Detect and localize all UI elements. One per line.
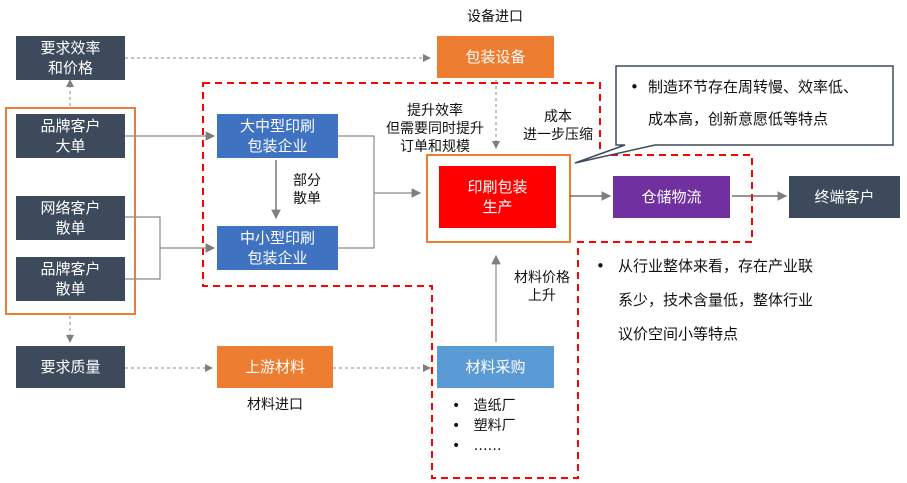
industry-callout: • 从行业整体来看，存在产业联 系少，技术含量低，整体行业 议价空间小等特点 [596, 249, 896, 351]
upstream-material-node: 上游材料 [217, 346, 333, 388]
equipment-import-label: 设备进口 [467, 9, 523, 25]
printing-production-node: 印刷包装 生产 [439, 166, 556, 228]
customer-group-frame [5, 107, 136, 315]
warehouse-logistics-node: 仓储物流 [613, 176, 730, 218]
supplier-item: • 塑料厂 [452, 418, 516, 434]
brand-large-order-node: 品牌客户 大单 [16, 114, 125, 158]
partial-scatter-label: 部分 散单 [293, 173, 321, 207]
end-customer-node: 终端客户 [789, 176, 900, 218]
industry-callout-text: 从行业整体来看，存在产业联 系少，技术含量低，整体行业 议价空间小等特点 [618, 257, 814, 343]
cost-note-label: 成本 进一步压缩 [523, 109, 593, 143]
requirement-quality-node: 要求质量 [16, 346, 125, 388]
material-price-label: 材料价格 上升 [514, 270, 570, 304]
printers-to-production-bracket [338, 135, 420, 249]
packaging-equipment-node: 包装设备 [437, 36, 554, 78]
focus-region-outline [202, 82, 753, 479]
supplier-list: • 造纸厂 • 塑料厂 • …… [452, 396, 516, 456]
supplier-item: • 造纸厂 [452, 398, 516, 414]
manufacturing-callout-shape [574, 65, 894, 164]
network-scatter-order-node: 网络客户 散单 [16, 196, 125, 240]
scatter-bracket [125, 216, 214, 280]
brand-scatter-order-node: 品牌客户 散单 [16, 257, 125, 301]
manufacturing-callout: • 制造环节存在周转慢、效率低、 成本高，创新意愿低等特点 [630, 71, 890, 135]
supplier-item: • …… [452, 438, 502, 454]
efficiency-note-label: 提升效率 但需要同时提升 订单和规模 [386, 103, 484, 155]
material-import-label: 材料进口 [247, 397, 303, 413]
small-printer-node: 中小型印刷 包装企业 [217, 226, 338, 270]
manufacturing-callout-text: 制造环节存在周转慢、效率低、 成本高，创新意愿低等特点 [648, 78, 859, 128]
requirement-efficiency-node: 要求效率 和价格 [16, 36, 125, 80]
large-printer-node: 大中型印刷 包装企业 [217, 114, 338, 158]
material-purchase-node: 材料采购 [437, 346, 554, 388]
